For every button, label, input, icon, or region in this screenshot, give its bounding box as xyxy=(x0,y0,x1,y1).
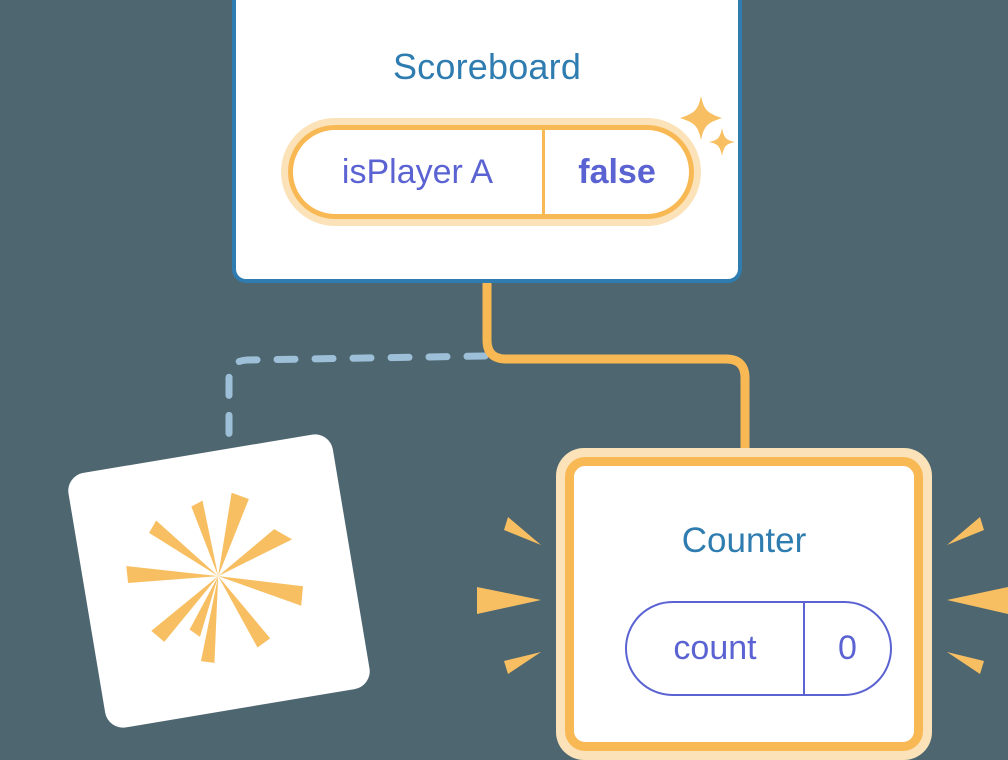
scoreboard-title: Scoreboard xyxy=(392,46,582,87)
ray-left-top xyxy=(504,517,541,545)
scoreboard-state-value: false xyxy=(578,152,656,191)
burst-ray xyxy=(218,529,293,577)
counter-state-pill[interactable]: count 0 xyxy=(625,601,892,696)
connector-dashed-scoreboard-to-blank-card xyxy=(225,352,489,466)
ray-left-mid xyxy=(477,587,541,614)
burst-ray xyxy=(151,576,219,642)
burst-ray xyxy=(191,500,219,577)
burst-ray xyxy=(189,576,219,637)
burst-ray xyxy=(149,520,219,577)
scoreboard-card[interactable]: Scoreboard isPlayer A false xyxy=(232,0,742,283)
scoreboard-state-pill-divider xyxy=(542,130,545,214)
counter-title: Counter xyxy=(681,521,807,560)
scoreboard-state-pill[interactable]: isPlayer A false xyxy=(281,118,701,226)
burst-rays-blank-card xyxy=(126,492,304,663)
burst-ray xyxy=(218,492,249,577)
sparkle-large-icon xyxy=(680,96,722,140)
counter-state-value: 0 xyxy=(838,629,857,667)
burst-ray xyxy=(200,576,219,663)
blank-card[interactable] xyxy=(65,431,373,731)
ray-right-bottom xyxy=(947,652,984,674)
ray-group xyxy=(126,492,304,663)
counter-card[interactable]: Counter count 0 xyxy=(556,448,932,760)
ray-right-top xyxy=(947,517,984,545)
burst-ray xyxy=(218,576,271,648)
connector-solid-scoreboard-to-counter xyxy=(482,282,750,462)
counter-card-inner: Counter count 0 xyxy=(565,457,923,751)
burst-ray xyxy=(126,566,219,584)
scoreboard-state-pill-inner: isPlayer A false xyxy=(288,125,694,219)
scoreboard-state-key: isPlayer A xyxy=(341,152,494,191)
counter-state-pill-divider xyxy=(803,603,805,694)
ray-left-bottom xyxy=(504,652,541,674)
sparkle-small-icon xyxy=(709,128,735,156)
burst-ray xyxy=(218,576,304,606)
counter-state-key: count xyxy=(673,629,757,667)
ray-right-mid xyxy=(947,587,1008,614)
